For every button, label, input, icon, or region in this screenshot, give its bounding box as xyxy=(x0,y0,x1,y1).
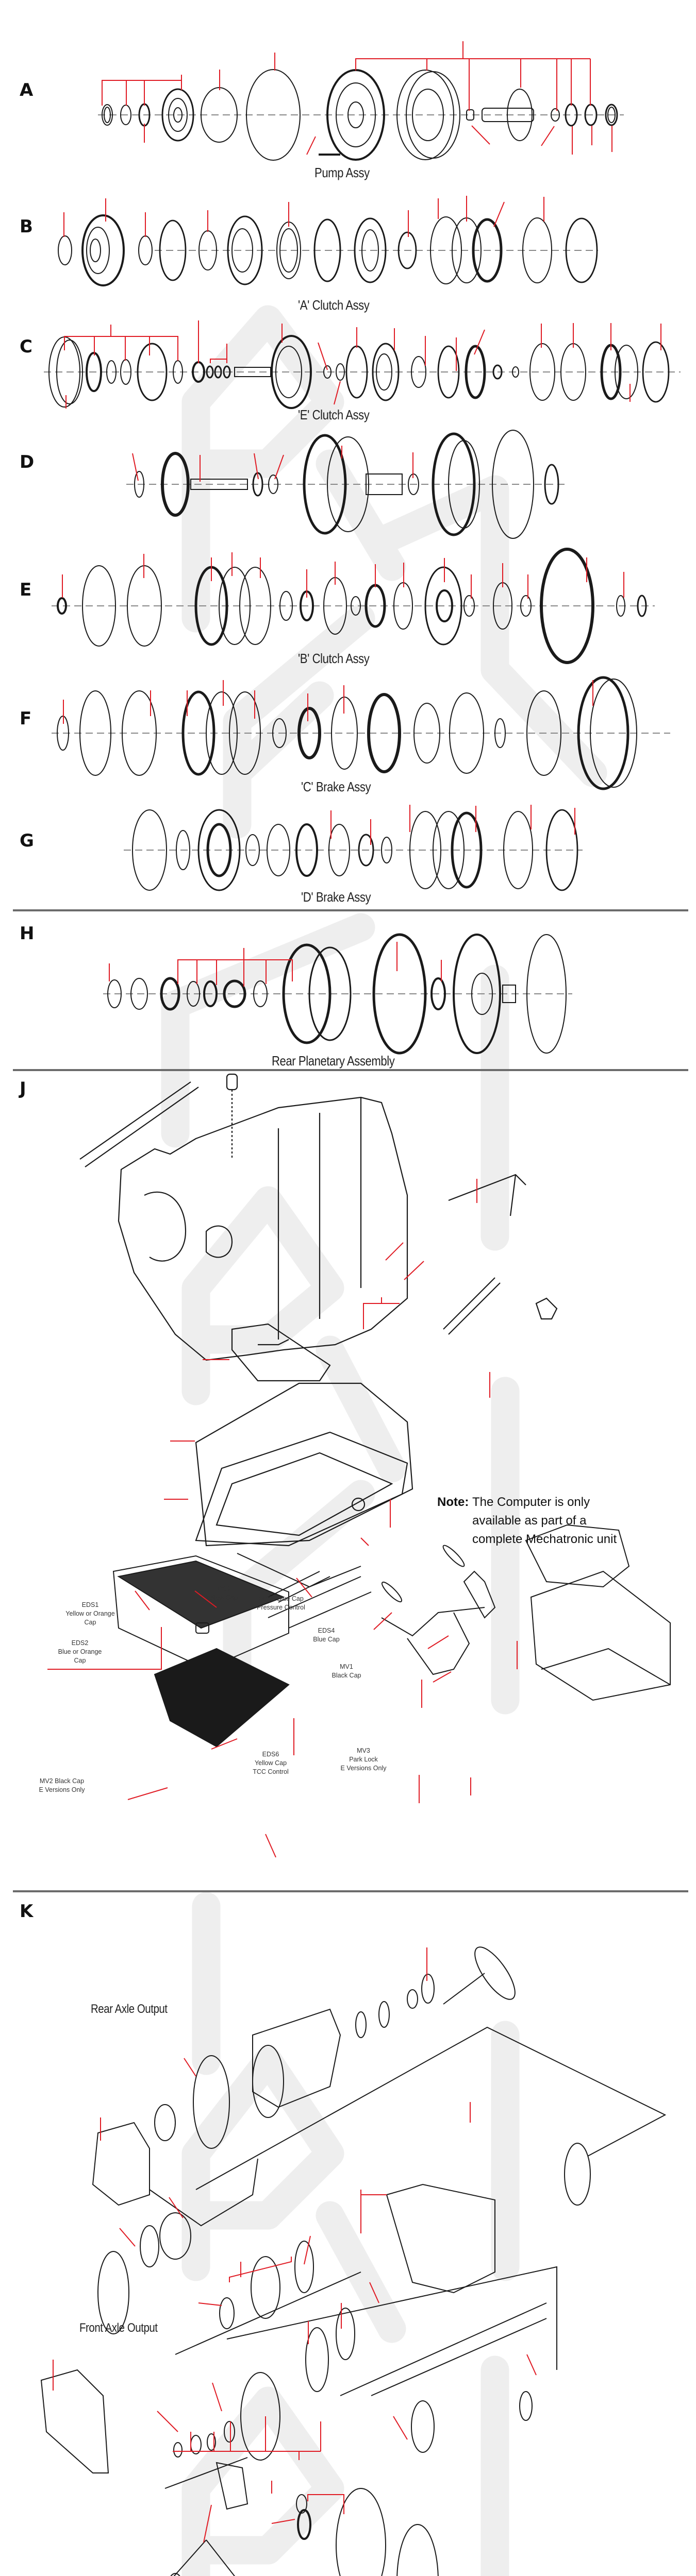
section-letter-d: D xyxy=(20,452,35,472)
label-mv2: MV2 Black Cap E Versions Only xyxy=(39,1777,85,1793)
valve-body-and-solenoids-drawing xyxy=(112,1524,671,1748)
label-eds3: EDS3 Yellow Cap xyxy=(205,1585,238,1601)
caption-rear-planetary-assembly: Rear Planetary Assembly xyxy=(272,1053,395,1069)
label-eds1: EDS1 Yellow or Orange Cap xyxy=(65,1601,115,1626)
mechatronic-note: Note: The Computer is only available as … xyxy=(437,1493,617,1549)
label-front-axle-output: Front Axle Output xyxy=(79,2321,158,2335)
section-letter-a: A xyxy=(20,80,34,100)
label-eds4: EDS4 Blue Cap xyxy=(313,1627,340,1643)
caption-c-brake-assy: 'C' Brake Assy xyxy=(301,779,371,794)
section-letter-f: F xyxy=(20,708,32,729)
label-rear-axle-output: Rear Axle Output xyxy=(91,2002,168,2016)
note-heading: Note: xyxy=(437,1495,469,1509)
label-mv3: MV3 Park Lock E Versions Only xyxy=(340,1747,387,1772)
transmission-case-drawing xyxy=(79,1073,558,1361)
section-letter-g: G xyxy=(20,831,34,851)
a-clutch-drawing xyxy=(58,214,598,286)
e-clutch-drawing xyxy=(44,335,681,409)
caption-a-clutch-assy: 'A' Clutch Assy xyxy=(298,297,370,313)
section-d-drawing xyxy=(126,430,567,539)
caption-e-clutch-assy: 'E' Clutch Assy xyxy=(298,407,370,422)
label-eds2: EDS2 Blue or Orange Cap xyxy=(58,1639,102,1664)
caption-d-brake-assy: 'D' Brake Assy xyxy=(301,889,371,905)
section-letter-b: B xyxy=(20,216,33,237)
note-line-3: complete Mechatronic unit xyxy=(472,1532,617,1546)
section-divider-h xyxy=(13,909,688,911)
b-clutch-drawing xyxy=(52,548,655,664)
section-letter-j: J xyxy=(20,1078,26,1099)
note-line-1: The Computer is only xyxy=(472,1495,590,1509)
label-eds5: EDS5 Blue Cap Pressure Control xyxy=(257,1595,305,1611)
label-mv1: MV1 Black Cap xyxy=(332,1663,361,1679)
caption-b-clutch-assy: 'B' Clutch Assy xyxy=(298,651,370,666)
filter-and-pan-drawing xyxy=(195,1323,413,1547)
section-letter-k: K xyxy=(20,1901,34,1922)
section-letter-h: H xyxy=(20,923,35,944)
section-letter-e: E xyxy=(20,580,32,600)
section-divider-j xyxy=(13,1069,688,1071)
d-brake-drawing xyxy=(124,809,583,891)
c-brake-drawing xyxy=(52,676,670,790)
rear-planetary-drawing xyxy=(103,933,572,1055)
note-line-2: available as part of a xyxy=(472,1514,587,1528)
transfer-case-drawing xyxy=(40,1946,667,2576)
section-letter-c: C xyxy=(20,336,32,357)
section-divider-k xyxy=(13,1890,688,1892)
pump-assembly-drawing xyxy=(98,69,624,161)
caption-pump-assy: Pump Assy xyxy=(314,165,370,180)
callout-lines xyxy=(47,41,661,2543)
label-eds6: EDS6 Yellow Cap TCC Control xyxy=(253,1751,289,1775)
